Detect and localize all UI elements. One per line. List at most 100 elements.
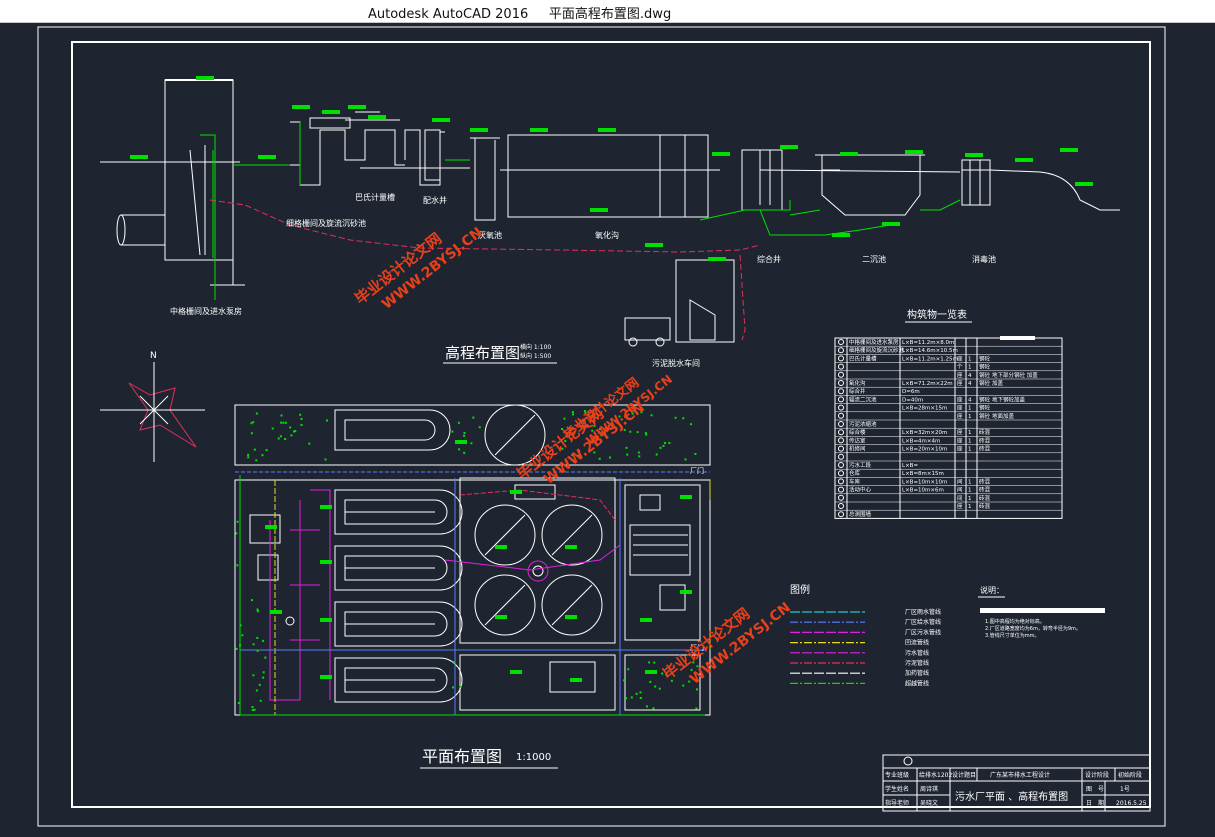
tree-marker — [591, 429, 594, 432]
tree-marker — [280, 421, 283, 424]
structures-cell: 座 — [957, 379, 963, 387]
svg-text:纵向 1:500: 纵向 1:500 — [520, 352, 551, 360]
row-number-marker — [838, 503, 844, 509]
structures-cell: 间 — [957, 494, 963, 502]
tree-marker — [452, 686, 454, 689]
legend-label: 加药管线 — [905, 669, 929, 677]
svg-text:巴氏计量槽: 巴氏计量槽 — [355, 192, 395, 202]
tree-marker — [236, 520, 239, 523]
tree-marker — [300, 424, 303, 426]
tree-marker — [255, 459, 258, 462]
green-tag — [320, 560, 332, 564]
svg-text:中格栅间及进水泵房: 中格栅间及进水泵房 — [170, 306, 242, 316]
tree-marker — [659, 446, 662, 449]
row-number-marker — [838, 437, 844, 444]
tree-marker — [609, 456, 611, 459]
tree-marker — [280, 414, 283, 417]
tree-marker — [695, 707, 698, 710]
window-title: Autodesk AutoCAD 2016 平面高程布置图.dwg — [368, 7, 672, 22]
window-titlebar: Autodesk AutoCAD 2016 平面高程布置图.dwg — [0, 0, 1215, 23]
row-number-marker — [838, 371, 844, 378]
drawing-canvas[interactable]: 中格栅间及进水泵房 细格栅间及旋流沉砂池 巴氏计量槽 配水井 厌氧池 氧化沟 综… — [0, 22, 1215, 832]
tree-marker — [569, 427, 572, 430]
tree-marker — [293, 430, 295, 433]
structures-cell: L×B=20m×10m — [902, 447, 947, 453]
structures-cell: 1 — [968, 496, 972, 502]
tree-marker — [593, 451, 596, 454]
row-number-marker — [838, 494, 844, 501]
svg-text:1号: 1号 — [1120, 786, 1130, 793]
tree-marker — [626, 453, 629, 456]
structures-cell: 砖混 — [979, 494, 991, 502]
tree-marker — [690, 423, 692, 426]
tree-marker — [577, 454, 580, 457]
row-number-marker — [838, 511, 844, 518]
tree-marker — [638, 455, 641, 458]
tree-marker — [573, 459, 575, 462]
structures-cell: 1 — [968, 365, 972, 371]
svg-text:吴晓文: 吴晓文 — [920, 799, 938, 807]
svg-text:设计阶段: 设计阶段 — [1085, 771, 1109, 779]
row-number-marker — [838, 478, 844, 485]
title-block — [882, 754, 1151, 812]
tree-marker — [653, 661, 656, 664]
structures-cell: 钢砼 — [979, 371, 991, 379]
structures-cell: 污泥浓缩池 — [849, 420, 877, 428]
tree-marker — [696, 688, 698, 691]
structures-cell: 座 — [957, 371, 963, 379]
tree-marker — [262, 671, 265, 674]
tree-marker — [253, 708, 256, 711]
tree-marker — [256, 637, 259, 639]
row-number-marker — [838, 429, 844, 436]
green-tag — [495, 615, 507, 619]
tree-marker — [684, 458, 687, 461]
tree-marker — [237, 702, 240, 705]
green-tag — [320, 675, 332, 679]
tree-marker — [470, 442, 473, 445]
tree-marker — [564, 440, 567, 442]
tree-marker — [563, 417, 566, 420]
svg-text:日 期: 日 期 — [1086, 799, 1104, 807]
tree-marker — [472, 416, 475, 419]
row-number-marker — [838, 470, 844, 477]
tree-marker — [252, 421, 255, 424]
svg-text:高程布置图: 高程布置图 — [445, 344, 520, 362]
svg-text:平面布置图: 平面布置图 — [422, 747, 502, 766]
profile-title: 高程布置图 横向 1:100 纵向 1:500 — [443, 343, 557, 364]
green-tag — [680, 590, 692, 594]
tree-marker — [262, 639, 265, 642]
tree-marker — [294, 430, 297, 433]
tree-marker — [258, 683, 261, 686]
structures-cell: 座 — [957, 395, 963, 403]
svg-text:构筑物一览表: 构筑物一览表 — [907, 308, 967, 321]
structures-cell: 座 — [957, 502, 963, 510]
structures-cell: L×B=28m×15m — [902, 406, 947, 412]
legend-label: 厂区污水管线 — [905, 628, 941, 636]
tree-marker — [247, 453, 250, 456]
tree-marker — [252, 643, 255, 646]
tree-marker — [279, 435, 282, 438]
tree-marker — [561, 428, 563, 430]
tree-marker — [629, 430, 632, 433]
svg-text:周诗琪: 周诗琪 — [920, 785, 938, 793]
svg-text:细格栅间及旋流沉砂池: 细格栅间及旋流沉砂池 — [286, 218, 366, 228]
plan-site — [234, 404, 711, 716]
row-number-marker — [838, 388, 844, 395]
tree-marker — [593, 424, 596, 427]
structures-cell: 综合井 — [849, 387, 866, 395]
tree-marker — [646, 705, 648, 708]
tree-marker — [627, 668, 630, 671]
tree-marker — [696, 665, 699, 668]
structures-cell: 机修间 — [849, 445, 866, 453]
structures-cell: 钢砼 — [979, 395, 991, 403]
tree-marker — [239, 624, 242, 627]
row-number-marker — [838, 486, 844, 493]
tree-marker — [235, 532, 238, 535]
tree-marker — [250, 422, 253, 425]
tree-marker — [665, 674, 668, 676]
tree-marker — [256, 649, 259, 652]
svg-text:2.厂区道路宽度均为6m，转弯半径为9m。: 2.厂区道路宽度均为6m，转弯半径为9m。 — [985, 625, 1081, 632]
tree-marker — [668, 442, 671, 444]
tree-marker — [636, 431, 639, 434]
tree-marker — [649, 680, 652, 683]
